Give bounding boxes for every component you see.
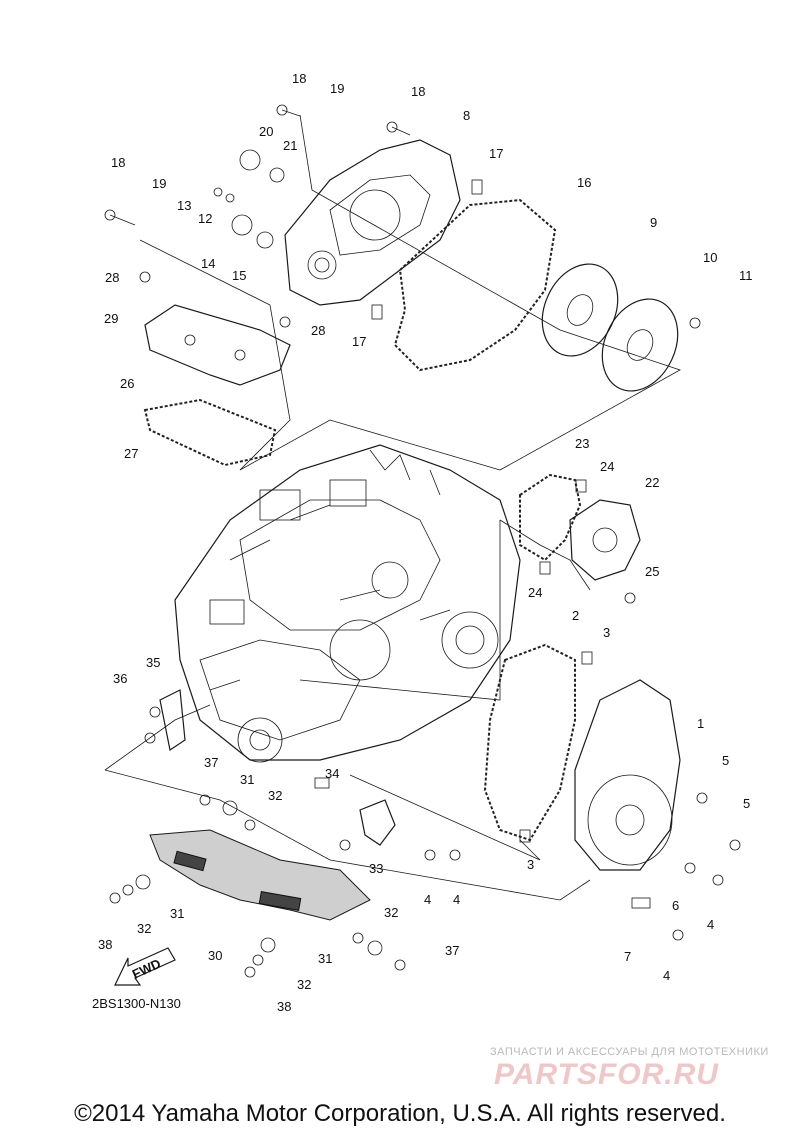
callout-4: 4 (424, 892, 431, 907)
callout-31: 31 (318, 951, 332, 966)
fwd-arrow: FWD (114, 947, 176, 986)
drawing-code: 2BS1300-N130 (92, 996, 181, 1011)
callout-24: 24 (600, 459, 614, 474)
callout-4: 4 (707, 917, 714, 932)
callout-18: 18 (411, 84, 425, 99)
callout-17: 17 (352, 334, 366, 349)
callout-labels: 1 2 3 3 4 4 4 4 5 5 6 7 8 9 10 11 12 13 … (98, 71, 753, 1014)
callout-11: 11 (739, 268, 753, 283)
callout-8: 8 (463, 108, 470, 123)
callout-28: 28 (311, 323, 325, 338)
callout-18: 18 (111, 155, 125, 170)
callout-23: 23 (575, 436, 589, 451)
callout-12: 12 (198, 211, 212, 226)
callout-3: 3 (603, 625, 610, 640)
callout-31: 31 (170, 906, 184, 921)
callout-36: 36 (113, 671, 127, 686)
callout-27: 27 (124, 446, 138, 461)
callout-19: 19 (152, 176, 166, 191)
callout-14: 14 (201, 256, 215, 271)
callout-7: 7 (624, 949, 631, 964)
callout-33: 33 (369, 861, 383, 876)
callout-9: 9 (650, 215, 657, 230)
generator-cover (483, 643, 681, 871)
callout-35: 35 (146, 655, 160, 670)
callout-38: 38 (98, 937, 112, 952)
callout-16: 16 (577, 175, 591, 190)
watermark-logo: PARTSFOR.RU (494, 1058, 719, 1091)
callout-31: 31 (240, 772, 254, 787)
callout-17: 17 (489, 146, 503, 161)
crankcase (174, 444, 521, 763)
callout-28: 28 (105, 270, 119, 285)
callout-5: 5 (722, 753, 729, 768)
callout-37: 37 (445, 943, 459, 958)
fwd-label: FWD (130, 956, 163, 982)
pump-cover (519, 473, 641, 581)
callout-29: 29 (104, 311, 118, 326)
callout-32: 32 (384, 905, 398, 920)
callout-3: 3 (527, 857, 534, 872)
watermark-tagline: ЗАПЧАСТИ И АКСЕССУАРЫ ДЛЯ МОТОТЕХНИКИ (490, 1046, 769, 1058)
callout-13: 13 (177, 198, 191, 213)
callout-30: 30 (208, 948, 222, 963)
callout-19: 19 (330, 81, 344, 96)
callout-26: 26 (120, 376, 134, 391)
callout-22: 22 (645, 475, 659, 490)
callout-5: 5 (743, 796, 750, 811)
fasteners (104, 104, 741, 978)
callout-6: 6 (672, 898, 679, 913)
callout-24: 24 (528, 585, 542, 600)
callout-4: 4 (453, 892, 460, 907)
callout-32: 32 (268, 788, 282, 803)
callout-21: 21 (283, 138, 297, 153)
callout-32: 32 (297, 977, 311, 992)
callout-1: 1 (697, 716, 704, 731)
callout-4: 4 (663, 968, 670, 983)
callout-38: 38 (277, 999, 291, 1014)
callout-37: 37 (204, 755, 218, 770)
callout-25: 25 (645, 564, 659, 579)
callout-2: 2 (572, 608, 579, 623)
copyright-notice: ©2014 Yamaha Motor Corporation, U.S.A. A… (74, 1100, 726, 1127)
callout-34: 34 (325, 766, 339, 781)
clutch-gasket-plates (393, 198, 679, 392)
callout-10: 10 (703, 250, 717, 265)
callout-18: 18 (292, 71, 306, 86)
callout-20: 20 (259, 124, 273, 139)
brackets (159, 689, 396, 846)
callout-32: 32 (137, 921, 151, 936)
clutch-cover (284, 139, 461, 306)
oil-pan-cover (143, 304, 291, 467)
skid-plate (149, 829, 371, 921)
callout-15: 15 (232, 268, 246, 283)
